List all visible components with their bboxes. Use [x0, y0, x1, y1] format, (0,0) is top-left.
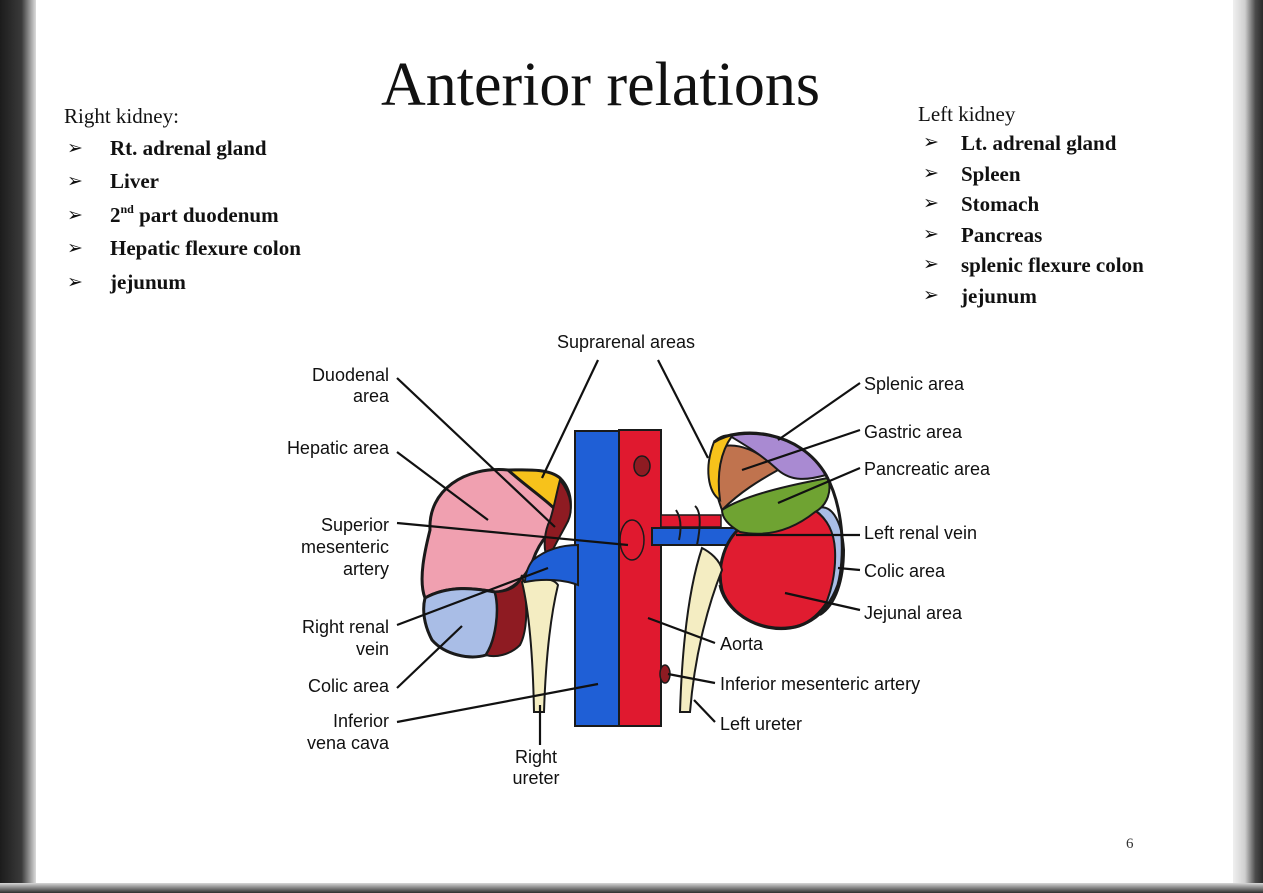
- list-item: ➢Rt. adrenal gland: [64, 132, 301, 165]
- bullet-arrow-icon: ➢: [923, 132, 939, 153]
- label-inferior-mesenteric-artery: Inferior mesenteric artery: [720, 674, 920, 694]
- label-superior-mesenteric-artery-line2: mesenteric: [301, 537, 389, 557]
- label-superior-mesenteric-artery-line3: artery: [343, 559, 389, 579]
- label-right-renal-vein-line2: vein: [356, 639, 389, 659]
- label-right-ureter-line1: Right: [515, 747, 557, 767]
- superior-mesenteric-artery-stump: [619, 519, 645, 561]
- bullet-arrow-icon: ➢: [67, 171, 83, 193]
- bullet-arrow-icon: ➢: [67, 138, 83, 159]
- list-item: ➢Stomach: [918, 189, 1144, 220]
- label-colic-area-right: Colic area: [308, 676, 390, 696]
- bullet-arrow-icon: ➢: [923, 284, 939, 306]
- list-item: ➢Liver: [64, 165, 301, 198]
- bullet-arrow-icon: ➢: [923, 162, 939, 184]
- list-item: ➢splenic flexure colon: [918, 250, 1144, 281]
- page-number: 6: [1126, 836, 1134, 852]
- label-jejunal-area: Jejunal area: [864, 603, 963, 623]
- bullet-arrow-icon: ➢: [923, 223, 939, 245]
- aorta-top-vessel: [633, 455, 651, 477]
- label-duodenal-area-line1: Duodenal: [312, 365, 389, 385]
- right-kidney-list: ➢Rt. adrenal gland ➢Liver ➢2nd part duod…: [64, 132, 301, 299]
- left-ureter-shape: [678, 546, 724, 713]
- label-aorta: Aorta: [720, 634, 764, 654]
- bullet-arrow-icon: ➢: [923, 254, 939, 276]
- label-pancreatic-area: Pancreatic area: [864, 459, 991, 479]
- label-left-ureter: Left ureter: [720, 714, 802, 734]
- bullet-arrow-icon: ➢: [67, 204, 83, 226]
- label-right-renal-vein-line1: Right renal: [302, 617, 389, 637]
- right-renal-vein-shape: [523, 543, 579, 587]
- label-suprarenal-areas: Suprarenal areas: [557, 332, 695, 352]
- inferior-vena-cava-shape: [574, 430, 620, 727]
- list-item: ➢Lt. adrenal gland: [918, 128, 1144, 159]
- list-item: ➢jejunum: [918, 281, 1144, 312]
- label-superior-mesenteric-artery-line1: Superior: [321, 515, 389, 535]
- bullet-arrow-icon: ➢: [67, 238, 83, 260]
- slide-title: Anterior relations: [380, 51, 821, 119]
- renal-artery-shape: [660, 514, 722, 528]
- label-hepatic-area: Hepatic area: [287, 438, 390, 458]
- right-kidney-heading: Right kidney:: [64, 104, 179, 128]
- label-inferior-vena-cava-line2: vena cava: [307, 733, 390, 753]
- left-kidney-heading: Left kidney: [918, 102, 1016, 126]
- label-right-ureter-line2: ureter: [512, 768, 559, 788]
- list-item: ➢jejunum: [64, 266, 301, 299]
- label-inferior-vena-cava-line1: Inferior: [333, 711, 389, 731]
- list-item: ➢Spleen: [918, 159, 1144, 190]
- list-item: ➢Hepatic flexure colon: [64, 232, 301, 265]
- list-item: ➢Pancreas: [918, 220, 1144, 251]
- bullet-arrow-icon: ➢: [923, 193, 939, 215]
- bullet-arrow-icon: ➢: [67, 271, 83, 293]
- label-colic-area-left: Colic area: [864, 561, 946, 581]
- label-splenic-area: Splenic area: [864, 374, 965, 394]
- renal-vessel-outline: [675, 505, 701, 546]
- left-kidney-outline: [713, 431, 844, 630]
- list-item: ➢2nd part duodenum: [64, 199, 301, 232]
- slide-frame-left: [0, 0, 36, 893]
- label-duodenal-area-line2: area: [353, 386, 390, 406]
- left-kidney-list: ➢Lt. adrenal gland ➢Spleen ➢Stomach ➢Pan…: [918, 128, 1144, 312]
- label-left-renal-vein: Left renal vein: [864, 523, 977, 543]
- slide-frame-right: [1233, 0, 1263, 893]
- label-gastric-area: Gastric area: [864, 422, 963, 442]
- aorta-shape: [618, 429, 662, 727]
- right-kidney-hilum-maroon: [484, 574, 528, 658]
- slide-frame-bottom: [0, 883, 1263, 893]
- right-kidney-colic-area: [422, 587, 499, 659]
- leader-lines: [396, 359, 861, 745]
